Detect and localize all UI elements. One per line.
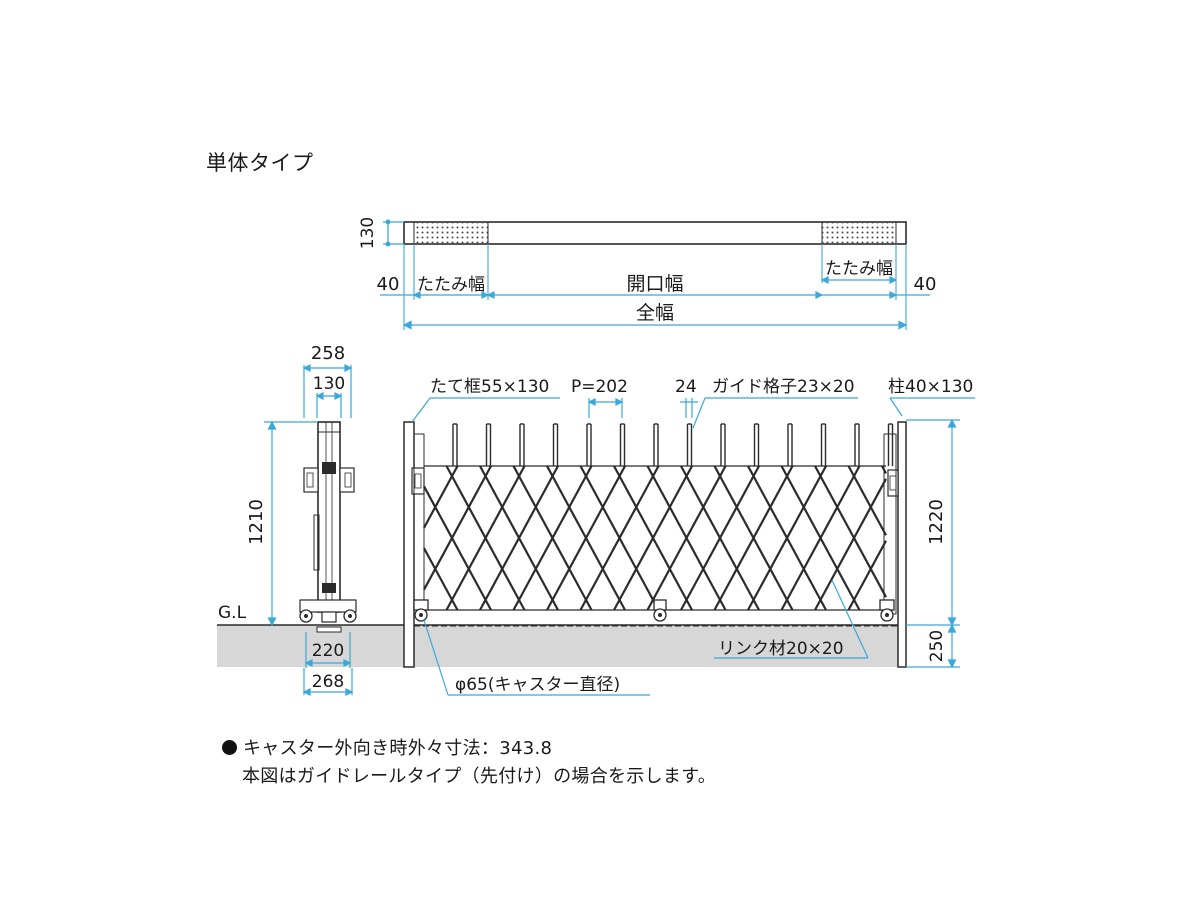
lattice-bar — [479, 465, 559, 611]
plan-fold-right-label: たたみ幅 — [825, 259, 893, 279]
front-height-label: 1220 — [926, 499, 947, 545]
plan-rail — [403, 221, 907, 245]
side-depth-top: 258 — [311, 343, 345, 364]
lattice-bar — [579, 465, 660, 611]
lattice-bar — [780, 465, 861, 611]
caster-label: φ65(キャスター直径) — [455, 675, 620, 695]
link-label: リンク材20×20 — [718, 639, 844, 659]
ground-right — [409, 625, 904, 667]
lattice-bar — [613, 465, 693, 611]
lattice-bar — [814, 478, 887, 611]
side-height: 1210 — [246, 499, 267, 545]
left-frame — [403, 421, 415, 668]
bullet-icon — [222, 740, 237, 755]
lattice-bar — [847, 465, 887, 536]
lattice — [423, 423, 894, 611]
plan-total-label: 全幅 — [636, 302, 674, 324]
ground-left — [217, 625, 409, 667]
plan-height-label: 130 — [358, 217, 378, 249]
diagram-title: 単体タイプ — [206, 151, 314, 175]
pitch-label: P=202 — [571, 377, 628, 397]
plan-end-right: 40 — [914, 274, 937, 295]
side-depth-inner: 130 — [313, 374, 345, 394]
note-line-1: キャスター外向き時外々寸法：343.8 — [222, 734, 552, 760]
lattice-bar — [680, 465, 760, 611]
lattice-bar — [747, 465, 827, 611]
lattice-bar — [546, 465, 626, 611]
below-ground-label: 250 — [927, 630, 947, 662]
plan-view: 130 — [358, 217, 936, 330]
lattice-bar — [847, 540, 887, 611]
note-line-2: 本図はガイドレールタイプ（先付け）の場合を示します。 — [242, 766, 716, 787]
side-base-outer: 268 — [312, 672, 344, 692]
post-label: 柱40×130 — [888, 377, 973, 397]
plan-end-left: 40 — [377, 274, 400, 295]
lattice-bar — [512, 465, 593, 611]
lattice-bar — [713, 465, 794, 611]
plan-fold-right — [822, 223, 896, 243]
guide-grid-label: ガイド格子23×20 — [712, 377, 855, 397]
lattice-bar — [423, 485, 492, 611]
side-base-inner: 220 — [312, 641, 344, 661]
side-view: 258 130 1210 G.L 220 268 — [218, 343, 357, 696]
lattice-bar — [423, 465, 492, 591]
front-view: たて框55×130 P=202 24 ガイド格子23×20 柱40×130 12… — [403, 377, 975, 696]
frame-label: たて框55×130 — [430, 377, 549, 397]
note-line-1-text: キャスター外向き時外々寸法：343.8 — [243, 738, 553, 759]
plan-fold-left-label: たたみ幅 — [417, 275, 485, 295]
plan-fold-left — [414, 223, 488, 243]
grid-width-label: 24 — [675, 377, 697, 397]
right-post — [897, 421, 907, 668]
lattice-bar — [646, 465, 727, 611]
plan-opening-label: 開口幅 — [626, 273, 683, 295]
lattice-bar — [814, 465, 887, 598]
lattice-bar — [881, 465, 887, 474]
lattice-bar — [445, 465, 526, 611]
ground-level-label: G.L — [218, 603, 247, 623]
